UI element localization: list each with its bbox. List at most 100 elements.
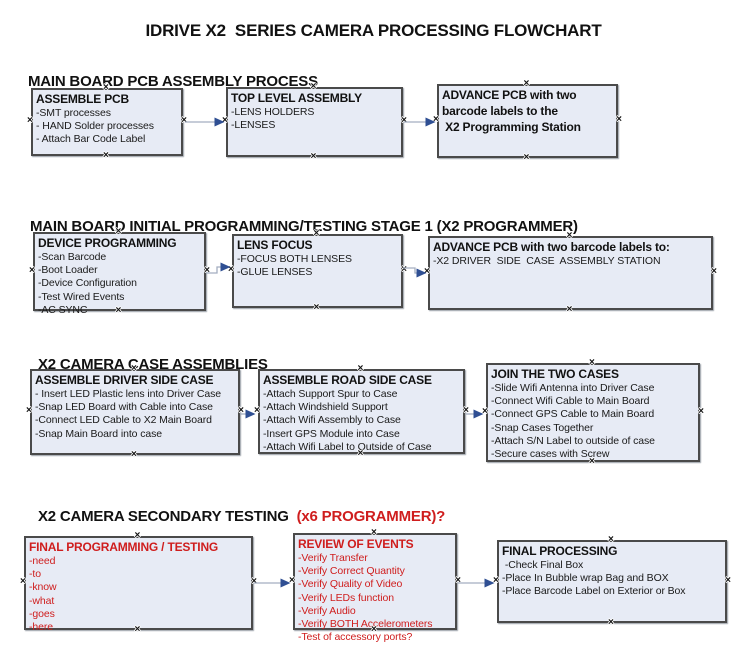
box-line: -X2 DRIVER SIDE CASE ASSEMBLY STATION xyxy=(433,255,661,267)
box-line: -Place In Bubble wrap Bag and BOX xyxy=(502,572,669,585)
box-line: -Connect LED Cable to X2 Main Board xyxy=(35,414,212,427)
box-line: -Connect GPS Cable to Main Board xyxy=(491,408,655,421)
box-line: -Attach Support Spur to Case xyxy=(263,388,398,400)
box-title: LENS FOCUS xyxy=(237,238,313,252)
box-line: -Verify Correct Quantity xyxy=(298,565,405,578)
box-title: TOP LEVEL ASSEMBLY xyxy=(231,91,362,105)
connector-anchor: × xyxy=(29,264,35,276)
box-line: -AC SYNC xyxy=(38,303,88,316)
connector-anchor: × xyxy=(254,404,260,416)
section-heading-red-text: (x6 PROGRAMMER)? xyxy=(292,508,446,525)
connector-anchor: × xyxy=(433,114,439,125)
flow-box-assemble-pcb: ASSEMBLE PCB -SMT processes - HAND Solde… xyxy=(27,83,187,161)
connector-anchor: × xyxy=(725,574,731,586)
box-title: ASSEMBLE PCB xyxy=(36,92,129,106)
connector-anchor: × xyxy=(222,115,228,126)
box-line: -Place Barcode Label on Exterior or Box xyxy=(502,585,686,598)
box-line: -Verify Quality of Video xyxy=(298,578,403,591)
section-heading-case-assemblies: X2 CAMERA CASE ASSEMBLIES xyxy=(30,339,268,373)
box-line: X2 Programming Station xyxy=(442,120,581,134)
connector-anchor: × xyxy=(616,114,622,125)
box-line: -Secure cases with Screw xyxy=(491,448,610,461)
connector-anchor: × xyxy=(20,576,26,587)
box-title: JOIN THE TWO CASES xyxy=(491,367,619,381)
connector-anchor: × xyxy=(463,404,469,416)
box-line: -Snap Cases Together xyxy=(491,421,594,434)
box-line: -goes xyxy=(29,607,55,620)
flow-box-top-level-assembly: TOP LEVEL ASSEMBLY -LENS HOLDERS -LENSES… xyxy=(222,82,407,162)
box-line: -Attach Wifi Assembly to Case xyxy=(263,414,401,427)
flow-box-final-programming-testing: FINAL PROGRAMMING / TESTING -need -to -k… xyxy=(20,531,257,635)
flow-box-join-the-two-cases: JOIN THE TWO CASES -Slide Wifi Antenna i… xyxy=(482,358,704,467)
box-line: -Connect Wifi Cable to Main Board xyxy=(491,395,650,408)
box-title: ASSEMBLE DRIVER SIDE CASE xyxy=(35,373,214,387)
connector-anchor: × xyxy=(608,617,614,628)
connector-anchor: × xyxy=(313,302,320,313)
flow-box-assemble-road-side-case: ASSEMBLE ROAD SIDE CASE -Attach Support … xyxy=(254,364,469,459)
box-line: -LENS HOLDERS xyxy=(231,106,315,118)
box-line: -Scan Barcode xyxy=(38,251,107,263)
connector-anchor: × xyxy=(251,576,257,587)
connector-anchor: × xyxy=(27,115,33,126)
box-line: - Insert LED Plastic lens into Driver Ca… xyxy=(35,388,222,400)
box-line: -here xyxy=(29,621,54,634)
box-line: -need xyxy=(29,555,56,567)
flow-box-assemble-driver-side-case: ASSEMBLE DRIVER SIDE CASE - Insert LED P… xyxy=(26,364,244,460)
box-line: -Slide Wifi Antenna into Driver Case xyxy=(491,382,655,394)
page-title: IDRIVE X2 SERIES CAMERA PROCESSING FLOWC… xyxy=(145,21,602,40)
box-line: -Test Wired Events xyxy=(38,290,125,303)
connector-anchor: × xyxy=(566,304,573,315)
flow-box-advance-pcb-driver-side-station: ADVANCE PCB with two barcode labels to: … xyxy=(424,231,717,315)
box-title: DEVICE PROGRAMMING xyxy=(38,236,177,250)
connector-anchor: × xyxy=(401,264,407,275)
box-line: -Test of accessory ports? xyxy=(298,631,413,644)
flow-box-review-of-events: REVIEW OF EVENTS -Verify Transfer -Verif… xyxy=(289,528,461,644)
connector-anchor: × xyxy=(131,449,137,460)
connector-anchor: × xyxy=(401,115,407,126)
connector-arrow-device-to-lensfocus xyxy=(206,262,231,274)
section-heading-text: MAIN BOARD PCB ASSEMBLY PROCESS xyxy=(27,73,318,90)
connector-anchor: × xyxy=(455,574,461,586)
box-line: -Boot Loader xyxy=(38,264,98,277)
connector-anchor: × xyxy=(238,405,244,416)
section-heading-text: X2 CAMERA SECONDARY TESTING xyxy=(37,508,293,525)
box-line: -Device Configuration xyxy=(38,277,137,290)
connector-anchor: × xyxy=(204,264,210,276)
box-line: -Check Final Box xyxy=(502,559,584,571)
box-line: -what xyxy=(29,594,55,607)
connector-anchor: × xyxy=(289,574,295,586)
connector-anchor: × xyxy=(698,405,704,417)
box-line: -Attach Wifi Label to Outside of Case xyxy=(263,440,432,453)
connector-anchor: × xyxy=(482,405,488,417)
box-title: FINAL PROGRAMMING / TESTING xyxy=(29,540,219,554)
box-line: -FOCUS BOTH LENSES xyxy=(237,253,352,265)
flow-box-advance-pcb-programming-station: ADVANCE PCB with two barcode labels to t… xyxy=(433,79,622,163)
section-heading-text: X2 CAMERA CASE ASSEMBLIES xyxy=(37,356,268,373)
connector-anchor: × xyxy=(310,151,317,162)
box-line: -Snap Main Board into case xyxy=(35,427,162,440)
connector-anchor: × xyxy=(424,266,430,277)
box-title: ADVANCE PCB with two barcode labels to: xyxy=(433,240,670,254)
box-line: -know xyxy=(29,581,57,594)
connector-anchor: × xyxy=(228,264,234,275)
connector-arrow-lensfocus-to-advance xyxy=(403,267,427,278)
box-title: ADVANCE PCB with two xyxy=(442,88,577,102)
box-line: -LENSES xyxy=(231,119,276,132)
connector-anchor: × xyxy=(26,405,32,416)
box-title: ASSEMBLE ROAD SIDE CASE xyxy=(263,373,432,387)
box-line: -Snap LED Board with Cable into Case xyxy=(35,401,213,414)
box-line: -Verify Audio xyxy=(298,604,356,617)
box-title: REVIEW OF EVENTS xyxy=(298,537,414,551)
flow-box-final-processing: FINAL PROCESSING -Check Final Box -Place… xyxy=(493,535,731,628)
section-heading-pcb-assembly: MAIN BOARD PCB ASSEMBLY PROCESS xyxy=(20,56,318,90)
box-line: -GLUE LENSES xyxy=(237,266,313,279)
box-line: -Insert GPS Module into Case xyxy=(263,427,400,440)
box-line: -Attach Windshield Support xyxy=(263,401,388,414)
connector-anchor: × xyxy=(103,150,109,161)
flow-box-lens-focus: LENS FOCUS -FOCUS BOTH LENSES -GLUE LENS… xyxy=(228,229,407,313)
connector-anchor: × xyxy=(711,266,717,277)
flow-box-device-programming: DEVICE PROGRAMMING -Scan Barcode -Boot L… xyxy=(29,227,210,316)
box-line: -Verify BOTH Accelerometers xyxy=(298,618,433,631)
box-line: -Verify LEDs function xyxy=(298,591,394,604)
connector-anchor: × xyxy=(523,152,530,163)
